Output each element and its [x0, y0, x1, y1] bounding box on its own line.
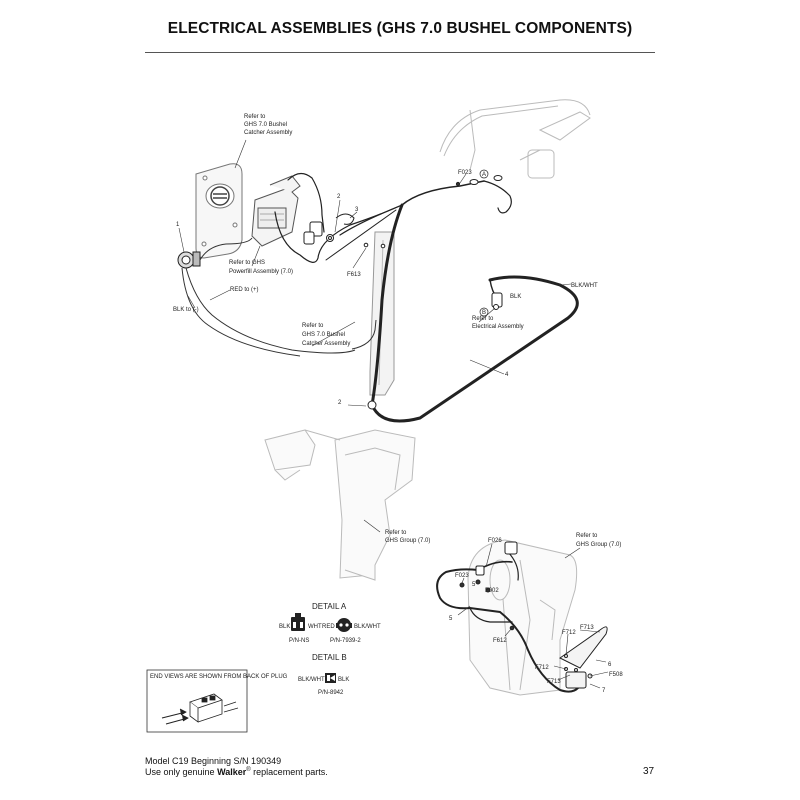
f508: F508: [609, 672, 623, 678]
ref-electrical-1: Refer to: [472, 316, 494, 322]
footer-post: replacement parts.: [250, 767, 328, 777]
detail-a-blkwht: BLK/WHT: [354, 624, 381, 630]
lever-switch: [559, 626, 608, 689]
footer-tagline: Use only genuine Walker® replacement par…: [145, 767, 328, 777]
spade-connector-icon: [325, 673, 336, 683]
detail-a-red: RED: [322, 624, 335, 630]
end-views-box: END VIEWS ARE SHOWN FROM BACK OF PLUG: [146, 669, 288, 733]
circle-b-label: B: [482, 310, 486, 316]
part-2-top: 2: [337, 194, 341, 200]
part-7: 7: [602, 688, 606, 694]
callout-labels: Refer to GHS 7.0 Bushel Catcher Assembly…: [173, 114, 621, 548]
f713-top: F713: [580, 625, 594, 631]
detail-b-title: DETAIL B: [312, 653, 347, 662]
footer-model: Model C19 Beginning S/N 190349: [145, 756, 282, 766]
ref-powerfill-2: Powerfill Assembly (7.0): [229, 269, 293, 275]
footer-pre: Use only genuine: [145, 767, 218, 777]
lower-connector: [459, 541, 518, 631]
ref-group-left-1: Refer to: [385, 530, 407, 536]
ref-catcher-top-3: Catcher Assembly: [244, 130, 292, 136]
part-2-bottom: 2: [338, 400, 342, 406]
f712-top: F712: [562, 630, 576, 636]
ref-group-right-2: GHS Group (7.0): [576, 542, 621, 548]
f002: F002: [485, 588, 499, 594]
red-lead-label: RED to (+): [230, 287, 259, 293]
leader-lines: [178, 139, 609, 689]
part-3: 3: [355, 207, 359, 213]
ref-catcher-top-2: GHS 7.0 Bushel: [244, 122, 287, 128]
end-views-note: END VIEWS ARE SHOWN FROM BACK OF PLUG: [150, 674, 288, 680]
round-socket-icon: [336, 618, 352, 632]
harness-loop-cable: [370, 275, 579, 423]
battery-leads: [181, 237, 377, 357]
ref-electrical-2: Electrical Assembly: [472, 324, 524, 330]
circle-a-label: A: [482, 172, 486, 178]
ref-catcher-mid-3: Catcher Assembly: [302, 341, 350, 347]
part-6: 6: [608, 662, 612, 668]
part-5-top: 5: [472, 582, 476, 588]
f023-bottom: F023: [455, 573, 469, 579]
detail-b-blk: BLK: [338, 677, 349, 683]
f023-top: F023: [458, 170, 472, 176]
page-number: 37: [643, 766, 655, 777]
f712-bottom: F712: [535, 665, 549, 671]
detail-a-title: DETAIL A: [312, 602, 347, 611]
two-pin-plug-icon: [291, 613, 305, 631]
detail-a-pn1: P/N-NS: [289, 638, 309, 644]
f613: F613: [347, 272, 361, 278]
deck-housing-context: [467, 539, 578, 696]
detail-a: DETAIL A BLK WHT RED BLK/WHT P/N-NS P/N-…: [279, 602, 381, 644]
ref-group-right-1: Refer to: [576, 533, 598, 539]
plug-logo-icon: [210, 186, 230, 206]
detail-b-pn: P/N-8942: [318, 690, 344, 696]
f612: F612: [493, 638, 507, 644]
f713-bottom: F713: [547, 679, 561, 685]
footer-reg: ®: [246, 767, 251, 773]
plug-socket: [177, 251, 201, 269]
ref-group-left-2: GHS Group (7.0): [385, 538, 430, 544]
title-rule: [145, 52, 655, 53]
detail-a-pn2: P/N-7939-2: [330, 638, 361, 644]
blk-wire-label: BLK: [510, 294, 521, 300]
harness-main-cable: [370, 203, 404, 407]
powerfill-motor: [251, 175, 301, 247]
blkwht-wire-label: BLK/WHT: [571, 283, 598, 289]
detail-a-wht: WHT: [308, 624, 322, 630]
ref-powerfill-1: Refer to GHS: [229, 260, 265, 266]
part-1: 1: [176, 222, 180, 228]
part-4: 4: [505, 372, 509, 378]
detail-a-blk: BLK: [279, 624, 290, 630]
plug-end-view-icon: [161, 693, 239, 725]
ref-catcher-top-1: Refer to: [244, 114, 266, 120]
detail-b: DETAIL B BLK/WHT BLK P/N-8942: [298, 653, 349, 696]
harness-connector: [303, 175, 503, 410]
wire-harness: [274, 172, 579, 423]
ref-catcher-mid-1: Refer to: [302, 323, 324, 329]
blk-lead-label: BLK to (-): [173, 307, 199, 313]
handle-bar-context: [439, 99, 591, 179]
page-title: ELECTRICAL ASSEMBLIES (GHS 7.0 BUSHEL CO…: [167, 20, 633, 37]
chute-context: [264, 429, 416, 581]
ref-catcher-mid-2: GHS 7.0 Bushel: [302, 332, 345, 338]
f026: F026: [488, 538, 502, 544]
part-5-bottom: 5: [449, 616, 453, 622]
detail-b-blkwht: BLK/WHT: [298, 677, 325, 683]
harness-to-switch: [401, 180, 485, 206]
hardware-grommet: [326, 181, 461, 249]
footer-brand: Walker: [217, 767, 247, 777]
part-numbers: 1 2 3 2 4 5 5 6 7 F023 F613 F026 F023 F0…: [176, 170, 623, 694]
